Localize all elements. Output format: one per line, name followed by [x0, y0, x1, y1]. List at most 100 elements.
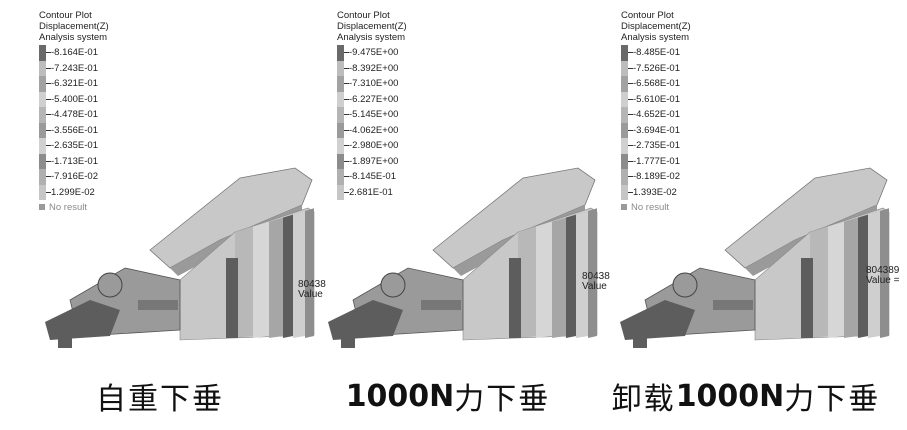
legend-scale: -8.485E-01-7.526E-01-6.568E-01-5.610E-01… [621, 45, 751, 200]
legend-tick [344, 98, 349, 100]
legend-swatch [39, 45, 46, 61]
legend-swatch [337, 169, 344, 185]
suspension-mount [380, 272, 406, 298]
legend-value: -1.713E-01 [51, 155, 99, 167]
legend-level: -8.164E-01 [39, 45, 169, 61]
bumper-bracket [58, 330, 72, 348]
legend-level: -4.478E-01 [39, 107, 169, 123]
legend-level: -7.916E-02 [39, 169, 169, 185]
no-result-swatch [621, 204, 627, 210]
probe-value-label: Value [298, 289, 323, 300]
legend-value: -5.400E-01 [51, 93, 99, 105]
legend-level: -8.145E-01 [337, 169, 467, 185]
legend-level: -6.568E-01 [621, 76, 751, 92]
suspension-mount [672, 272, 698, 298]
legend-subtitle: Displacement(Z) [337, 21, 407, 32]
contour-band [858, 214, 868, 338]
contour-band [269, 217, 283, 338]
probe-label: 80438 Value [582, 272, 610, 292]
caption-prefix: 卸载 [611, 382, 676, 417]
caption-number: 1000N [345, 378, 455, 414]
contour-band [305, 208, 314, 338]
legend-level: -3.694E-01 [621, 122, 751, 138]
legend-swatch [337, 122, 344, 138]
legend-swatch [621, 153, 628, 169]
legend-swatch [621, 91, 628, 107]
legend-system: Analysis system [621, 32, 690, 43]
legend-swatch [337, 153, 344, 169]
legend-level: -2.735E-01 [621, 138, 751, 154]
legend-title: Contour Plot [337, 10, 390, 21]
legend-level: -3.556E-01 [39, 122, 169, 138]
contour-band [576, 211, 588, 338]
legend-swatch [621, 76, 628, 92]
caption-number: 1000N [675, 378, 785, 414]
legend-tick [628, 83, 633, 84]
legend-swatch [39, 122, 46, 138]
no-result-label: No result [49, 202, 88, 213]
legend-swatch [621, 107, 628, 123]
legend-level: -2.980E+00 [337, 138, 467, 154]
probe-label: 804389 Value = [866, 266, 899, 286]
caption-self-weight: 自重下垂 [40, 368, 280, 424]
no-result-swatch [39, 204, 45, 210]
legend-swatch [621, 45, 628, 61]
legend-swatch [39, 153, 46, 169]
legend-value: -3.694E-01 [633, 124, 681, 136]
legend-subtitle: Displacement(Z) [621, 21, 691, 32]
contour-legend: Contour Plot Displacement(Z) Analysis sy… [39, 10, 169, 214]
legend-value: -8.189E-02 [633, 171, 681, 182]
legend-value: -8.145E-01 [349, 171, 397, 182]
contour-band [566, 214, 576, 338]
legend-value: -6.227E+00 [349, 93, 399, 105]
legend-tick [344, 176, 349, 177]
legend-tick [628, 114, 633, 115]
legend-tick [628, 98, 633, 100]
panel-1000n-load: Contour Plot Displacement(Z) Analysis sy… [308, 0, 610, 368]
legend-level: -8.189E-02 [621, 169, 751, 185]
legend-level: 2.681E-01 [337, 184, 467, 200]
legend-swatch [337, 60, 344, 76]
contour-band [801, 258, 813, 338]
legend-value: -2.635E-01 [51, 140, 99, 151]
legend-swatch [337, 91, 344, 107]
legend-swatch [39, 76, 46, 92]
legend-value: -6.568E-01 [633, 78, 681, 89]
legend-title: Contour Plot [39, 10, 92, 21]
contour-legend: Contour Plot Displacement(Z) Analysis sy… [337, 10, 467, 200]
probe-id: 80438 [582, 271, 610, 282]
legend-swatch [337, 107, 344, 123]
legend-subtitle: Displacement(Z) [39, 21, 109, 32]
contour-band [844, 217, 858, 338]
legend-title: Contour Plot [621, 10, 674, 21]
door-contour-model [620, 167, 890, 348]
legend-value: 1.299E-02 [51, 186, 95, 198]
legend-swatch [337, 76, 344, 92]
legend-value: -8.392E+00 [349, 62, 399, 74]
legend-swatch [621, 60, 628, 76]
caption-text: 力下垂 [454, 382, 551, 417]
legend-value: 2.681E-01 [349, 186, 393, 198]
contour-band [552, 217, 566, 338]
contour-band [509, 258, 521, 338]
legend-tick [46, 145, 51, 146]
contour-legend: Contour Plot Displacement(Z) Analysis sy… [621, 10, 751, 214]
legend-level: 1.393E-02 [621, 184, 751, 200]
legend-value: -3.556E-01 [51, 124, 99, 136]
contour-band [588, 208, 597, 338]
legend-swatch [337, 138, 344, 154]
legend-tick [344, 52, 349, 53]
sill-beam [138, 300, 178, 310]
door-contour-model [328, 167, 598, 348]
contour-band [868, 211, 880, 338]
legend-level: -4.062E+00 [337, 122, 467, 138]
panel-unload-1000n: Contour Plot Displacement(Z) Analysis sy… [600, 0, 900, 368]
legend-swatch [621, 184, 628, 200]
legend-value: -7.243E-01 [51, 62, 99, 74]
legend-tick [628, 52, 633, 53]
legend-swatch [39, 184, 46, 200]
legend-value: -8.164E-01 [51, 47, 99, 58]
contour-band [253, 221, 269, 338]
legend-tick [46, 160, 51, 162]
caption-text: 自重下垂 [96, 382, 224, 417]
